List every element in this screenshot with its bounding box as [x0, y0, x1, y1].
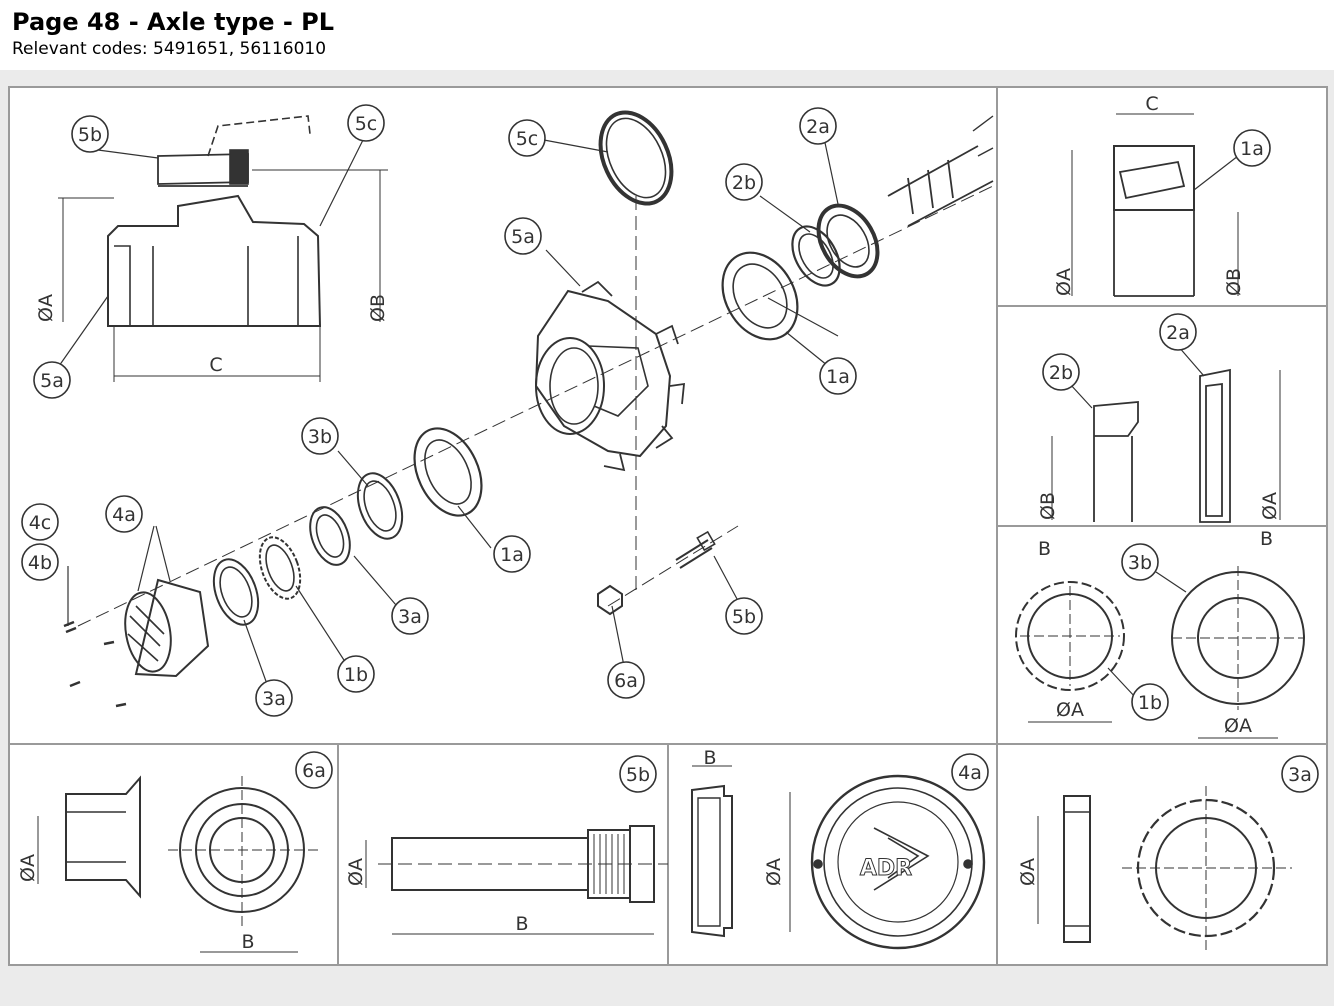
callout-5a-section: 5a	[33, 361, 71, 399]
callout-5c-main: 5c	[508, 119, 546, 157]
svg-text:ØA: ØA	[1224, 715, 1252, 737]
svg-text:5b: 5b	[626, 764, 650, 786]
svg-text:5a: 5a	[511, 226, 535, 248]
svg-text:5b: 5b	[78, 124, 102, 146]
panel-bearing-1a: C ØA ØB 1a	[1053, 93, 1271, 297]
callout-3a-small: 3a	[391, 597, 429, 635]
callout-3a-main: 3a	[255, 679, 293, 717]
svg-text:ØA: ØA	[1259, 492, 1281, 520]
svg-text:ØA: ØA	[345, 858, 367, 886]
svg-text:C: C	[209, 354, 222, 376]
svg-text:2a: 2a	[1166, 322, 1190, 344]
svg-text:6a: 6a	[302, 760, 326, 782]
svg-text:ØA: ØA	[1017, 858, 1039, 886]
svg-text:3a: 3a	[398, 606, 422, 628]
svg-text:ØB: ØB	[1037, 492, 1059, 520]
callout-2a-main: 2a	[799, 107, 837, 145]
callout-5b-main: 5b	[725, 597, 763, 635]
callout-3b-panel: 3b	[1121, 543, 1159, 581]
hub-section-view: ØA ØB C 5b 5c 5a	[33, 104, 389, 399]
relevant-codes: Relevant codes: 5491651, 56116010	[12, 39, 327, 59]
callout-5a-main: 5a	[504, 217, 542, 255]
svg-text:4c: 4c	[29, 512, 52, 534]
svg-text:B: B	[241, 931, 254, 953]
panel-washers-1b-3b: B B ØA ØA 3b 1b	[1015, 528, 1305, 739]
callout-6a-main: 6a	[607, 661, 645, 699]
callout-1b-panel: 1b	[1131, 683, 1169, 721]
bearing-1a-upper	[721, 251, 799, 341]
svg-text:B: B	[515, 913, 528, 935]
svg-text:4a: 4a	[112, 504, 136, 526]
adr-logo: ADR	[860, 856, 912, 881]
svg-text:4a: 4a	[958, 762, 982, 784]
callout-3a-panel: 3a	[1281, 755, 1319, 793]
panel-nut-6a: ØA B 6a	[17, 751, 333, 953]
panel-rings-2a-2b: ØB ØA 2b 2a	[1037, 313, 1281, 523]
svg-text:C: C	[1145, 93, 1158, 115]
svg-text:3a: 3a	[262, 688, 286, 710]
callout-2b-main: 2b	[725, 163, 763, 201]
svg-text:1a: 1a	[1240, 138, 1264, 160]
svg-text:5b: 5b	[732, 606, 756, 628]
svg-text:4b: 4b	[28, 552, 52, 574]
callout-4c: 4c	[21, 503, 59, 541]
svg-text:5a: 5a	[40, 370, 64, 392]
page-title: Page 48 - Axle type - PL	[12, 8, 335, 36]
callout-4a-panel: 4a	[951, 753, 989, 791]
panel-nut-3a: ØA 3a	[1017, 755, 1319, 950]
svg-text:6a: 6a	[614, 670, 638, 692]
hub-5a	[534, 280, 686, 472]
svg-text:5c: 5c	[516, 128, 539, 150]
callout-4b: 4b	[21, 543, 59, 581]
callout-1a-upper: 1a	[819, 357, 857, 395]
callout-2a-panel: 2a	[1159, 313, 1197, 351]
svg-text:ØA: ØA	[35, 294, 57, 322]
drawing-sheet: 5c 2a 2b 5a 1a 3b 1a 4c 4b 4a 3a 1b 3a 6…	[8, 86, 1328, 966]
callout-5c-section: 5c	[347, 104, 385, 142]
svg-text:5c: 5c	[355, 113, 378, 135]
svg-text:B: B	[703, 747, 716, 769]
svg-text:1a: 1a	[500, 544, 524, 566]
svg-text:ØB: ØB	[367, 294, 389, 322]
svg-text:2a: 2a	[806, 116, 830, 138]
svg-text:B: B	[1038, 538, 1051, 560]
callout-4a-main: 4a	[105, 495, 143, 533]
svg-text:B: B	[1260, 528, 1273, 550]
parts-drawing: 5c 2a 2b 5a 1a 3b 1a 4c 4b 4a 3a 1b 3a 6…	[8, 86, 1328, 966]
svg-text:ØA: ØA	[1053, 268, 1075, 296]
svg-text:2b: 2b	[732, 172, 756, 194]
callout-5b-panel: 5b	[619, 755, 657, 793]
panel-frames	[8, 86, 1328, 966]
callout-6a-panel: 6a	[295, 751, 333, 789]
callout-1a-lower: 1a	[493, 535, 531, 573]
panel-cap-4a: ADR B ØA 4a	[691, 747, 989, 950]
svg-text:1a: 1a	[826, 366, 850, 388]
svg-text:ØA: ØA	[1056, 699, 1084, 721]
exploded-view: 5c 2a 2b 5a 1a 3b 1a 4c 4b 4a 3a 1b 3a 6…	[21, 107, 994, 717]
svg-text:1b: 1b	[1138, 692, 1162, 714]
svg-text:ØA: ØA	[17, 854, 39, 882]
svg-text:ØA: ØA	[763, 858, 785, 886]
page-header: Page 48 - Axle type - PL Relevant codes:…	[12, 4, 1322, 58]
svg-text:3b: 3b	[308, 426, 332, 448]
callout-1b-main: 1b	[337, 655, 375, 693]
svg-text:3b: 3b	[1128, 552, 1152, 574]
callout-2b-panel: 2b	[1042, 353, 1080, 391]
callout-3b-main: 3b	[301, 417, 339, 455]
svg-text:2b: 2b	[1049, 362, 1073, 384]
callout-5b-section: 5b	[71, 115, 109, 153]
svg-text:1b: 1b	[344, 664, 368, 686]
svg-text:ØB: ØB	[1223, 268, 1245, 296]
callout-1a-panel: 1a	[1233, 129, 1271, 167]
svg-text:3a: 3a	[1288, 764, 1312, 786]
panel-stud-5b: ØA B 5b	[345, 755, 668, 935]
